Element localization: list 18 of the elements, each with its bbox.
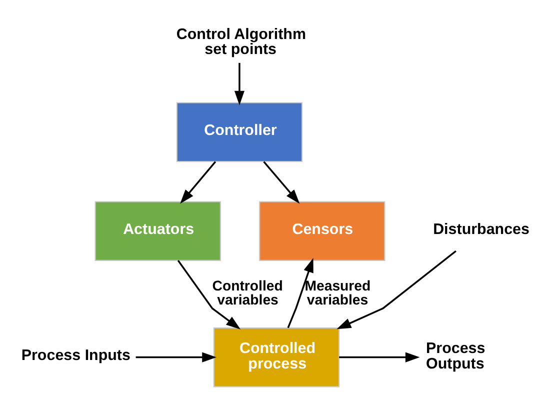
node-text: Control Algorithm set points bbox=[176, 26, 306, 58]
node-box: Controlled process bbox=[213, 327, 340, 388]
arrow bbox=[177, 260, 240, 330]
node-box: Controller bbox=[176, 102, 303, 162]
arrow bbox=[339, 352, 420, 362]
edge-label: Controlled variables bbox=[212, 277, 283, 308]
arrow bbox=[180, 161, 216, 204]
arrow bbox=[336, 250, 456, 330]
arrow bbox=[287, 258, 314, 328]
node-text: Disturbances bbox=[433, 221, 530, 238]
edge-label: Measured variables bbox=[304, 277, 371, 308]
arrow bbox=[234, 62, 244, 106]
node-box: Actuators bbox=[94, 201, 221, 262]
node-text: Process Inputs bbox=[21, 347, 130, 364]
arrow bbox=[136, 352, 216, 362]
node-text: Process Outputs bbox=[426, 340, 486, 372]
arrow bbox=[263, 161, 300, 204]
node-box: Censors bbox=[259, 201, 386, 262]
